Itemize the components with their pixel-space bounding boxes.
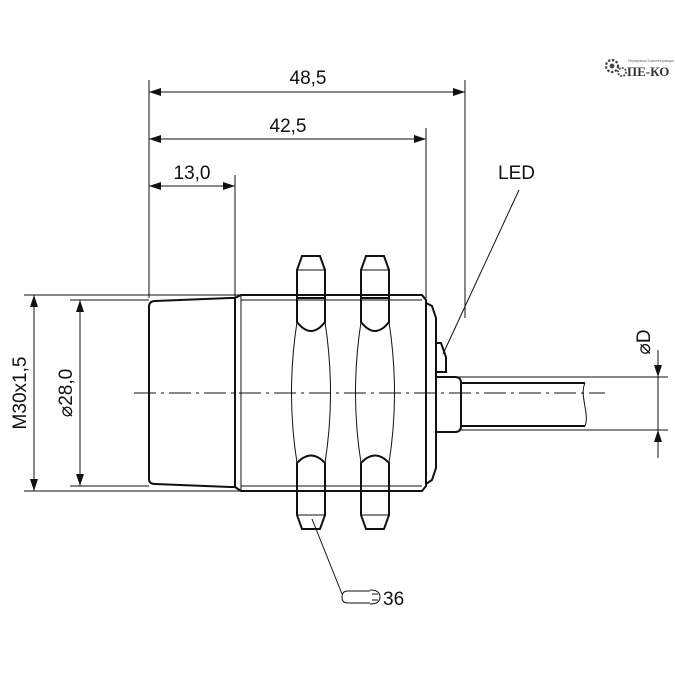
sensor-face xyxy=(148,297,236,488)
wrench-callout: 36 xyxy=(311,518,404,610)
face-diameter-value: 28,0 xyxy=(56,369,77,406)
logo-subtitle: Передовые Комплектующие xyxy=(628,59,674,63)
lock-nut-rear xyxy=(355,255,395,530)
dim-thread-length-label: 42,5 xyxy=(270,116,307,137)
dim-face-diameter: ⌀28,0 xyxy=(56,300,84,486)
led-callout: LED xyxy=(442,163,535,355)
wrench-size-label: 36 xyxy=(383,589,404,610)
led-window xyxy=(436,342,447,373)
dim-cable-diameter: ⌀D xyxy=(634,329,662,458)
dim-cable-diameter-label: ⌀D xyxy=(634,329,655,354)
cable-gland xyxy=(436,376,462,433)
wrench-icon xyxy=(341,589,381,605)
gear-icon xyxy=(604,58,627,77)
dim-face-length: 13,0 xyxy=(149,163,235,190)
cable xyxy=(461,382,587,427)
dim-overall-length-label: 48,5 xyxy=(290,68,327,89)
cable-diameter-symbol: ⌀ xyxy=(634,343,655,354)
extension-lines xyxy=(24,80,668,492)
dim-overall-length: 48,5 xyxy=(149,68,465,96)
led-label: LED xyxy=(498,163,535,184)
dim-thread-length: 42,5 xyxy=(149,116,426,143)
rear-cap xyxy=(425,302,437,485)
company-logo: Передовые Комплектующие ПЕ-КО xyxy=(604,58,674,79)
dim-thread-spec-label: M30x1,5 xyxy=(10,357,31,430)
dim-face-length-label: 13,0 xyxy=(174,163,211,184)
lock-nut-front xyxy=(291,255,331,530)
cable-diameter-value: D xyxy=(634,329,655,343)
dim-face-diameter-label: ⌀28,0 xyxy=(56,369,77,417)
diameter-symbol: ⌀ xyxy=(56,406,77,417)
logo-text: ПЕ-КО xyxy=(627,64,669,79)
dim-thread-spec: M30x1,5 xyxy=(10,295,38,491)
